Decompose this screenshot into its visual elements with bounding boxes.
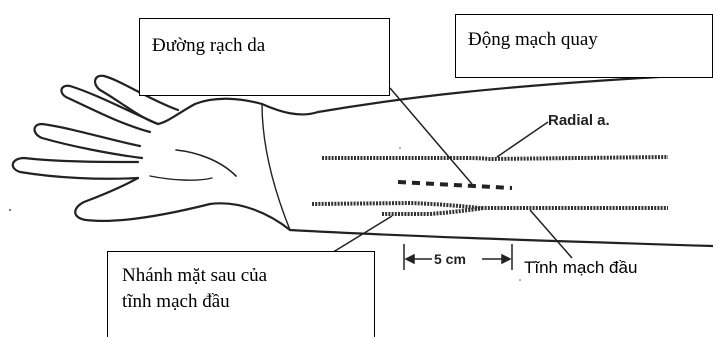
wrist-outline bbox=[262, 104, 318, 114]
forearm-lower-outline bbox=[290, 230, 713, 246]
palm-crease bbox=[176, 150, 236, 176]
leader-radial-a bbox=[497, 122, 548, 157]
dorsal-branch-callout-box: Nhánh mặt sau của tĩnh mạch đầu bbox=[107, 251, 375, 337]
cephalic-vein-dorsal-branch bbox=[382, 208, 484, 214]
palm-crease-2 bbox=[150, 176, 212, 180]
leader-cephalic bbox=[530, 210, 572, 258]
dorsal-branch-label-line2: tĩnh mạch đầu bbox=[122, 289, 374, 315]
speck bbox=[519, 279, 521, 281]
cephalic-vein-label: Tĩnh mạch đầu bbox=[524, 258, 637, 278]
speck bbox=[399, 147, 401, 149]
radial-a-label: Radial a. bbox=[548, 112, 610, 129]
skin-incision-line bbox=[398, 182, 512, 188]
scale-label: 5 cm bbox=[434, 251, 466, 267]
cephalic-vein bbox=[312, 203, 668, 208]
wrist-crease bbox=[262, 104, 290, 230]
leader-incision bbox=[390, 88, 472, 184]
radial-artery-label: Động mạch quay bbox=[468, 29, 598, 50]
speck bbox=[9, 209, 11, 211]
incision-label: Đường rạch da bbox=[152, 35, 265, 56]
dorsal-branch-label-line1: Nhánh mặt sau của bbox=[122, 263, 374, 289]
palm-outline bbox=[158, 99, 262, 124]
radial-artery-callout-box: Động mạch quay bbox=[455, 14, 713, 78]
palm-lower bbox=[75, 178, 210, 221]
ring-finger bbox=[35, 124, 143, 158]
incision-callout-box: Đường rạch da bbox=[139, 18, 390, 96]
little-finger bbox=[13, 158, 138, 179]
radial-artery bbox=[322, 157, 668, 159]
thumb bbox=[210, 203, 290, 230]
